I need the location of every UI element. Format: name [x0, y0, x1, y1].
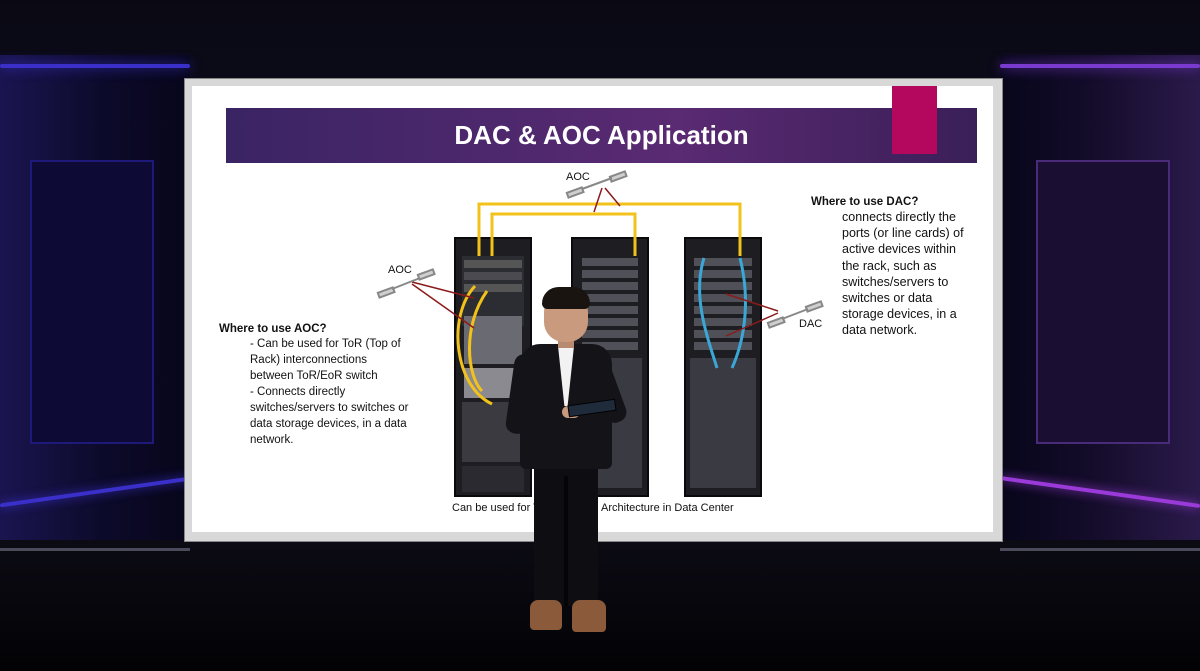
aoc-line: Rack) interconnections: [250, 354, 367, 366]
aoc-cables: [456, 202, 742, 406]
dac-line: storage devices, in a: [842, 307, 957, 322]
aoc-line: switches/servers to switches or: [250, 402, 409, 414]
aoc-line: - Can be used for ToR (Top of: [250, 338, 401, 350]
dac-line: connects directly the: [842, 210, 956, 224]
floor-edge: [1000, 548, 1200, 551]
dac-line: the rack, such as: [842, 258, 937, 273]
floor-edge: [0, 548, 190, 551]
studio-right-panel: [1036, 160, 1170, 444]
dac-cables: [698, 257, 747, 369]
presenter-legs: [534, 466, 598, 606]
aoc-line: data storage devices, in a data: [250, 418, 407, 430]
aoc-transceiver-icon: [376, 170, 824, 329]
aoc-description: - Can be used for ToR (Top of Rack) inte…: [250, 336, 425, 448]
dac-line: data network.: [842, 323, 918, 338]
aoc-line: between ToR/EoR switch: [250, 370, 378, 382]
presenter-hair: [542, 287, 590, 309]
rack-3: [684, 237, 762, 497]
annotation-arrows: [411, 187, 779, 337]
studio-glow-line: [0, 64, 190, 68]
aoc-heading: Where to use AOC?: [219, 323, 327, 335]
aoc-label-top: AOC: [566, 171, 590, 183]
presenter-shoe: [530, 600, 562, 630]
aoc-label-left: AOC: [388, 264, 412, 276]
dac-line: switches/servers to: [842, 274, 949, 289]
dac-heading: Where to use DAC?: [811, 196, 919, 208]
dac-line: switches or data: [842, 291, 933, 306]
aoc-line: network.: [250, 434, 294, 446]
studio-glow-line: [1000, 64, 1200, 68]
dac-label: DAC: [799, 318, 823, 330]
presenter-neck: [558, 338, 574, 348]
dac-line: ports (or line cards) of: [842, 226, 964, 241]
dac-description: connects directly the ports (or line car…: [842, 209, 987, 339]
dac-line: active devices within: [842, 242, 956, 257]
aoc-line: - Connects directly: [250, 386, 346, 398]
presenter: [504, 287, 630, 640]
slide-title: DAC & AOC Application: [454, 120, 749, 150]
accent-block: [892, 86, 937, 154]
studio-left-panel: [30, 160, 154, 444]
slide-title-bar: DAC & AOC Application: [226, 108, 977, 163]
presenter-shoe: [572, 600, 606, 632]
